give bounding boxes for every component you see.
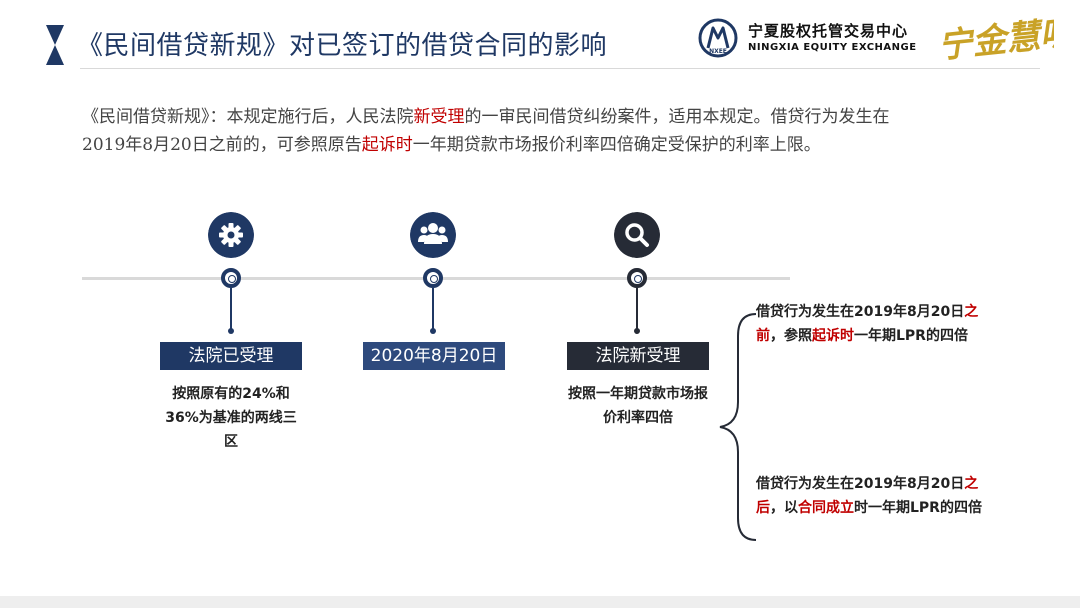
emblem-text: NXEE [709,48,727,55]
branch-before-highlight-before: 之前 [756,304,979,344]
timeline-stem-dot-2 [430,328,436,334]
logo-english-name: NINGXIA EQUITY EXCHANGE [748,42,917,53]
exchange-logo: NXEE 宁夏股权托管交易中心 NINGXIA EQUITY EXCHANGE [696,16,926,60]
branch-after-highlight-contract: 合同成立 [798,500,854,516]
stage-label-new-accepted: 法院新受理 [567,342,709,370]
intro-paragraph: 《民间借贷新规》：本规定施行后，人民法院新受理的一审民间借贷纠纷案件，适用本规定… [82,103,922,159]
timeline-stem-dot-1 [228,328,234,334]
timeline-stem-3 [636,288,638,330]
stage-label-accepted: 法院已受理 [160,342,302,370]
branch-after-highlight-after: 之后 [756,476,979,516]
timeline-stem-dot-3 [634,328,640,334]
intro-part-2: 的一审民间借贷纠纷案件，适用本规定。借贷行为发生在2019年8月20日之前的，可… [82,107,890,155]
gear-icon [208,212,254,258]
calligraphy-text: 宁金慧听 [936,12,1054,66]
timeline-node-2 [423,268,443,288]
logo-chinese-name: 宁夏股权托管交易中心 [748,22,909,40]
branch-brace [719,313,757,541]
intro-part-1: 《民间借贷新规》：本规定施行后，人民法院 [82,107,414,127]
timeline-stem-1 [230,288,232,330]
search-icon [614,212,660,258]
stage-desc-accepted: 按照原有的24%和36%为基准的两线三区 [165,386,297,450]
exchange-emblem-icon: NXEE [698,18,738,58]
bottom-strip [0,596,1080,608]
intro-part-3: 一年期贷款市场报价利率四倍确定受保护的利率上限。 [412,135,821,155]
hourglass-icon [46,25,64,65]
calligraphy-logo: 宁金慧听 [936,12,1054,66]
branch-before: 借贷行为发生在2019年8月20日之前，参照起诉时一年期LPR的四倍 [756,304,979,344]
branch-after: 借贷行为发生在2019年8月20日之后，以合同成立时一年期LPR的四倍 [756,476,982,516]
timeline-node-3 [627,268,647,288]
intro-highlight-new-accepted: 新受理 [413,107,465,127]
intro-highlight-filing-time: 起诉时 [361,135,413,155]
branch-before-highlight-filing: 起诉时 [812,328,854,344]
page-title: 《民间借贷新规》对已签订的借贷合同的影响 [77,31,608,61]
stage-label-date: 2020年8月20日 [363,342,505,370]
timeline-node-1 [221,268,241,288]
timeline-stem-2 [432,288,434,330]
users-icon [410,212,456,258]
header-divider [80,68,1040,69]
stage-desc-new-accepted: 按照一年期贷款市场报价利率四倍 [568,386,708,426]
